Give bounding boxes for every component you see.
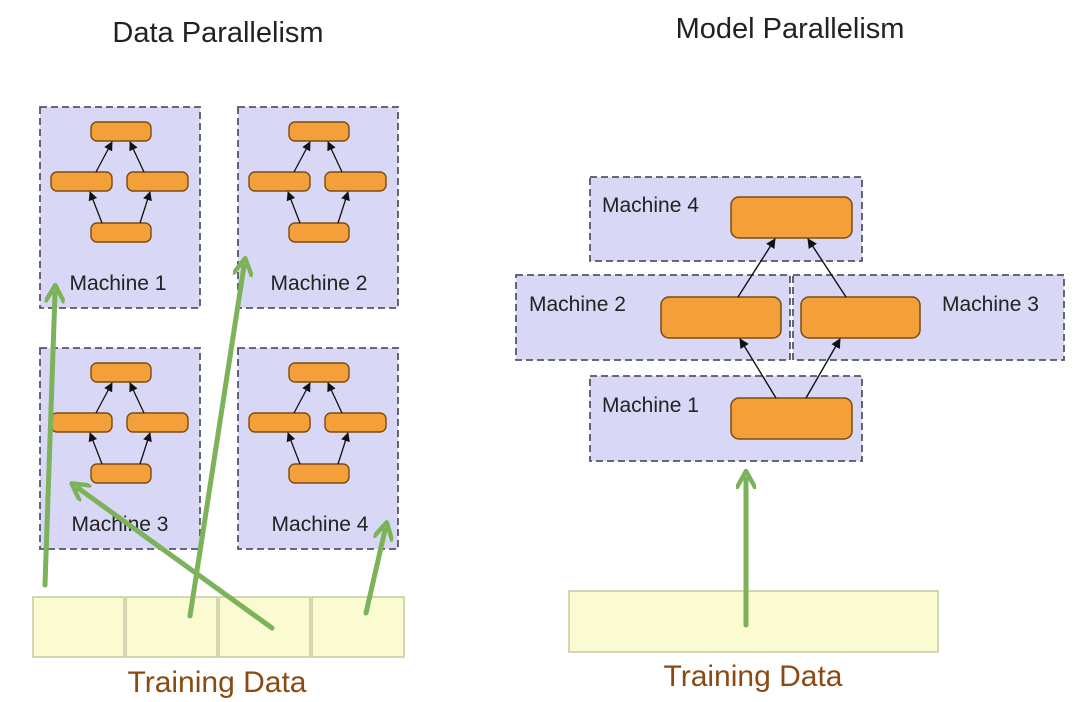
left-training-data (32, 596, 405, 658)
data-machine-2-arrow-1 (286, 191, 301, 224)
training-data-cell-2 (125, 596, 218, 658)
data-parallelism-title: Data Parallelism (112, 17, 323, 49)
data-machine-2-label: Machine 2 (271, 272, 368, 295)
green-arrow-to-machine-2 (187, 266, 244, 619)
data-machine-3-arrow-1 (88, 432, 103, 465)
model-machine-1-label: Machine 1 (602, 394, 699, 417)
arrow-middle-right-to-top (807, 238, 847, 298)
model-machine-4-label: Machine 4 (602, 194, 699, 217)
left-data-arrows (42, 266, 385, 631)
training-data-cell-3 (218, 596, 311, 658)
data-machine-4-arrow-3 (293, 382, 311, 414)
data-machine-3-node-top (90, 362, 152, 383)
model-node-bottom (730, 397, 853, 440)
data-machine-1-node-top (90, 121, 152, 142)
model-parallelism-title: Model Parallelism (676, 13, 905, 45)
data-machine-3-arrow-3 (95, 382, 113, 414)
data-parallel-machines: Machine 1 Machine 2 Machine 3 Machine 4 (39, 106, 399, 550)
data-machine-1-node-mid-left (50, 171, 113, 192)
data-machine-2-arrow-2 (337, 191, 350, 224)
data-machine-1-node-bottom (90, 222, 152, 243)
data-machine-1-label: Machine 1 (70, 272, 167, 295)
data-machine-1-arrow-1 (88, 191, 103, 224)
data-machine-3-node-mid-right (126, 412, 189, 433)
data-machine-2-arrow-4 (327, 141, 343, 173)
data-machine-3-label: Machine 3 (72, 513, 169, 536)
model-node-top (730, 196, 853, 239)
data-machine-4-arrow-2 (337, 432, 350, 465)
data-machine-2-node-top (288, 121, 350, 142)
left-training-data-label: Training Data (128, 666, 307, 699)
data-machine-4-node-mid-right (324, 412, 387, 433)
data-machine-1: Machine 1 (39, 106, 201, 309)
data-machine-1-arrow-2 (139, 191, 152, 224)
data-machine-4-node-mid-left (248, 412, 311, 433)
green-arrow-to-machine-3 (78, 488, 275, 631)
model-node-middle-right (800, 296, 921, 339)
data-machine-3-node-bottom (90, 463, 152, 484)
model-machine-1: Machine 1 (589, 375, 863, 462)
data-machine-2-node-mid-right (324, 171, 387, 192)
model-machine-4: Machine 4 (589, 176, 863, 262)
green-arrow-to-machine-1 (42, 293, 55, 588)
data-machine-1-arrow-4 (129, 141, 145, 173)
data-machine-4-arrow-1 (286, 432, 301, 465)
model-parallel-machines: Machine 4 Machine 2 Machine 3 Machine 1 (515, 176, 1065, 462)
data-machine-4: Machine 4 (237, 347, 399, 550)
model-machine-2: Machine 2 (515, 274, 791, 361)
data-machine-4-label: Machine 4 (272, 513, 369, 536)
model-flow-arrows (737, 238, 847, 399)
data-machine-2: Machine 2 (237, 106, 399, 309)
training-data-cell-1 (32, 596, 125, 658)
arrow-bottom-to-middle-right (805, 338, 841, 399)
model-machine-2-label: Machine 2 (529, 293, 626, 316)
right-training-data (568, 590, 939, 653)
model-machine-3-label: Machine 3 (942, 293, 1039, 316)
data-machine-4-node-bottom (288, 463, 350, 484)
data-machine-1-node-mid-right (126, 171, 189, 192)
arrow-middle-left-to-top (737, 238, 776, 298)
data-machine-1-arrow-3 (95, 141, 113, 173)
training-data-cell-4 (311, 596, 405, 658)
data-machine-2-node-mid-left (248, 171, 311, 192)
model-machine-3: Machine 3 (792, 274, 1065, 361)
green-arrow-to-machine-4 (363, 530, 385, 616)
data-machine-4-node-top (288, 362, 350, 383)
data-machine-2-arrow-3 (293, 141, 311, 173)
model-node-middle-left (660, 296, 782, 339)
data-machine-2-node-bottom (288, 222, 350, 243)
right-training-data-label: Training Data (664, 660, 843, 693)
data-machine-3-node-mid-left (50, 412, 113, 433)
data-machine-4-arrow-4 (327, 382, 343, 414)
data-machine-3-arrow-4 (129, 382, 145, 414)
data-machine-3-arrow-2 (139, 432, 152, 465)
arrow-bottom-to-middle-left (739, 338, 777, 399)
data-machine-3: Machine 3 (39, 347, 201, 550)
